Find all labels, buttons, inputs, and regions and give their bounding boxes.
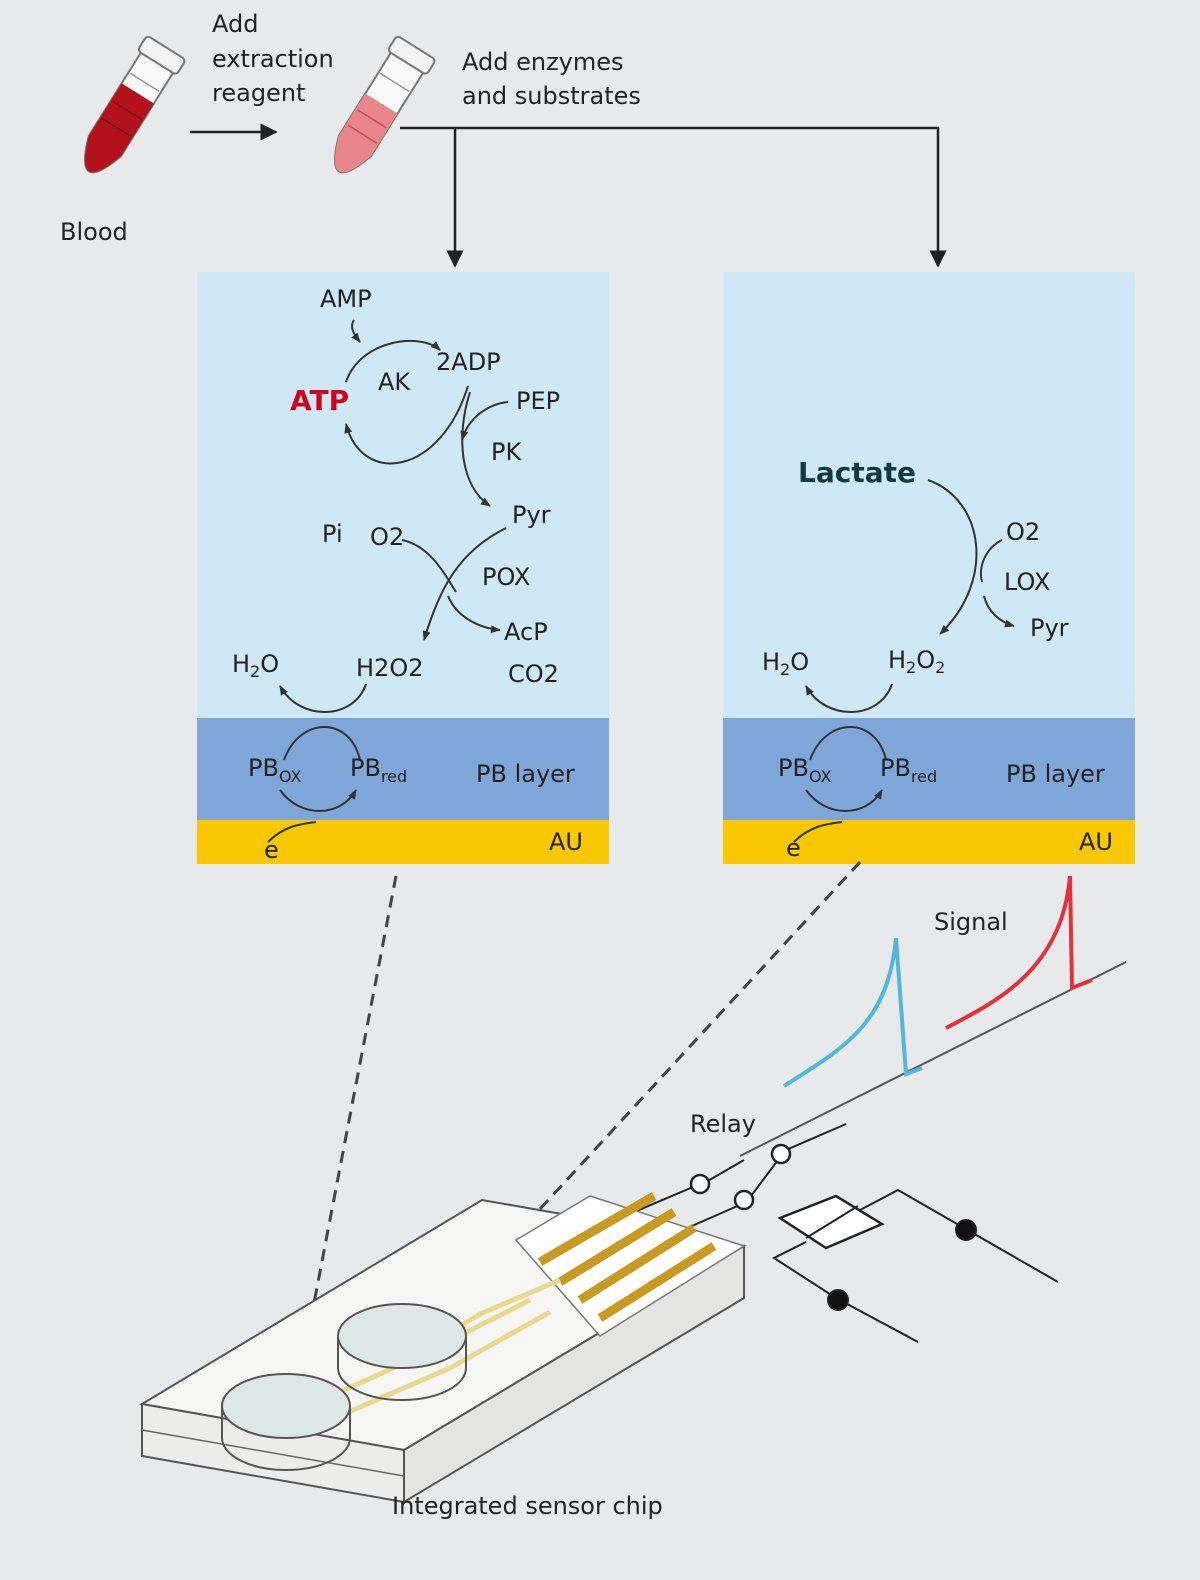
atp-au-layer xyxy=(197,820,609,864)
diluted-tube xyxy=(334,35,436,174)
pep-label: PEP xyxy=(516,387,560,415)
atp-solution xyxy=(197,272,609,718)
extraction-line-1: Add xyxy=(212,10,258,38)
lactate-label: Lactate xyxy=(798,456,916,489)
split-connector xyxy=(400,126,947,268)
amp-to-adp-arc xyxy=(345,339,441,383)
pyr-label: Pyr xyxy=(512,501,551,529)
h2o-label-r: H2O xyxy=(762,648,809,679)
h2o2-label-r: H2O2 xyxy=(888,646,945,677)
o2-in-arc xyxy=(401,539,457,593)
pb-cross-arc-r xyxy=(809,726,887,761)
atp-cycle-arc xyxy=(344,385,469,465)
pbred-label-r: PBred xyxy=(880,754,937,786)
lox-arc xyxy=(927,479,978,635)
lactate-solution xyxy=(723,272,1135,718)
chip-label: Integrated sensor chip xyxy=(392,1492,663,1520)
co2-label: CO2 xyxy=(508,660,559,688)
pbred-label: PBred xyxy=(350,754,407,786)
ak-label: AK xyxy=(378,368,411,396)
pi-label: Pi xyxy=(322,520,343,548)
au-label-r: AU xyxy=(1079,828,1113,856)
amp-arrow xyxy=(351,319,361,343)
amp-label: AMP xyxy=(320,285,372,313)
pyr-out-arc xyxy=(983,595,1015,628)
acp-out-arc xyxy=(447,595,501,634)
atp-signal-trace xyxy=(782,937,923,1088)
electron-label: e xyxy=(264,836,279,864)
pb-cross-arc xyxy=(283,726,361,761)
relay-circuit xyxy=(619,1123,1059,1343)
enzymes-line-1: Add enzymes xyxy=(462,48,624,76)
enzymes-line-2: and substrates xyxy=(462,82,641,110)
atp-well xyxy=(221,1373,351,1439)
atp-label: ATP xyxy=(290,384,349,417)
h2o2-label: H2O2 xyxy=(356,654,423,682)
h2o2-reduction-arc-r xyxy=(805,683,893,713)
signal-axis xyxy=(739,961,1127,1157)
sensor-chip xyxy=(139,1192,747,1504)
blood-tube xyxy=(84,35,186,174)
blood-label: Blood xyxy=(60,218,128,246)
pb-layer-label: PB layer xyxy=(476,760,575,788)
pb-regen-arc-r xyxy=(805,789,883,812)
lactate-signal-trace xyxy=(945,875,1093,1030)
pyr-label-r: Pyr xyxy=(1030,614,1069,642)
electron-label-r: e xyxy=(786,834,801,862)
adp-label: 2ADP xyxy=(436,348,501,376)
pk-arc xyxy=(461,391,491,507)
o2-label-r: O2 xyxy=(1006,518,1040,546)
electron-arc-r xyxy=(793,821,843,843)
lactate-au-layer xyxy=(723,820,1135,864)
pbox-label: PBOX xyxy=(248,754,302,786)
lox-label: LOX xyxy=(1004,568,1050,596)
atp-pb-layer xyxy=(197,718,609,820)
relay-label: Relay xyxy=(690,1110,756,1138)
signal-label: Signal xyxy=(934,908,1008,936)
pox-arc xyxy=(422,527,507,641)
h2o-label: H2O xyxy=(232,650,279,681)
pb-layer-label-r: PB layer xyxy=(1006,760,1105,788)
lactate-panel: Lactate O2 LOX Pyr H2O H2O2 PBOX PBred P… xyxy=(723,272,1135,864)
acp-label: AcP xyxy=(504,618,548,646)
extraction-line-2: extraction xyxy=(212,45,334,73)
pbox-label-r: PBOX xyxy=(778,754,832,786)
h2o2-reduction-arc xyxy=(279,683,367,713)
pox-label: POX xyxy=(482,563,530,591)
au-label: AU xyxy=(549,828,583,856)
electron-arc xyxy=(267,821,317,843)
o2-label: O2 xyxy=(370,523,404,551)
lactate-pb-layer xyxy=(723,718,1135,820)
atp-panel: AMP ATP AK 2ADP PEP PK Pyr Pi O2 POX AcP… xyxy=(197,272,609,864)
pk-label: PK xyxy=(491,438,522,466)
extraction-line-3: reagent xyxy=(212,79,305,107)
pep-arrow xyxy=(460,401,509,441)
o2-in-arc-r xyxy=(980,539,1003,583)
lactate-well xyxy=(337,1303,467,1369)
pb-regen-arc xyxy=(279,789,357,812)
